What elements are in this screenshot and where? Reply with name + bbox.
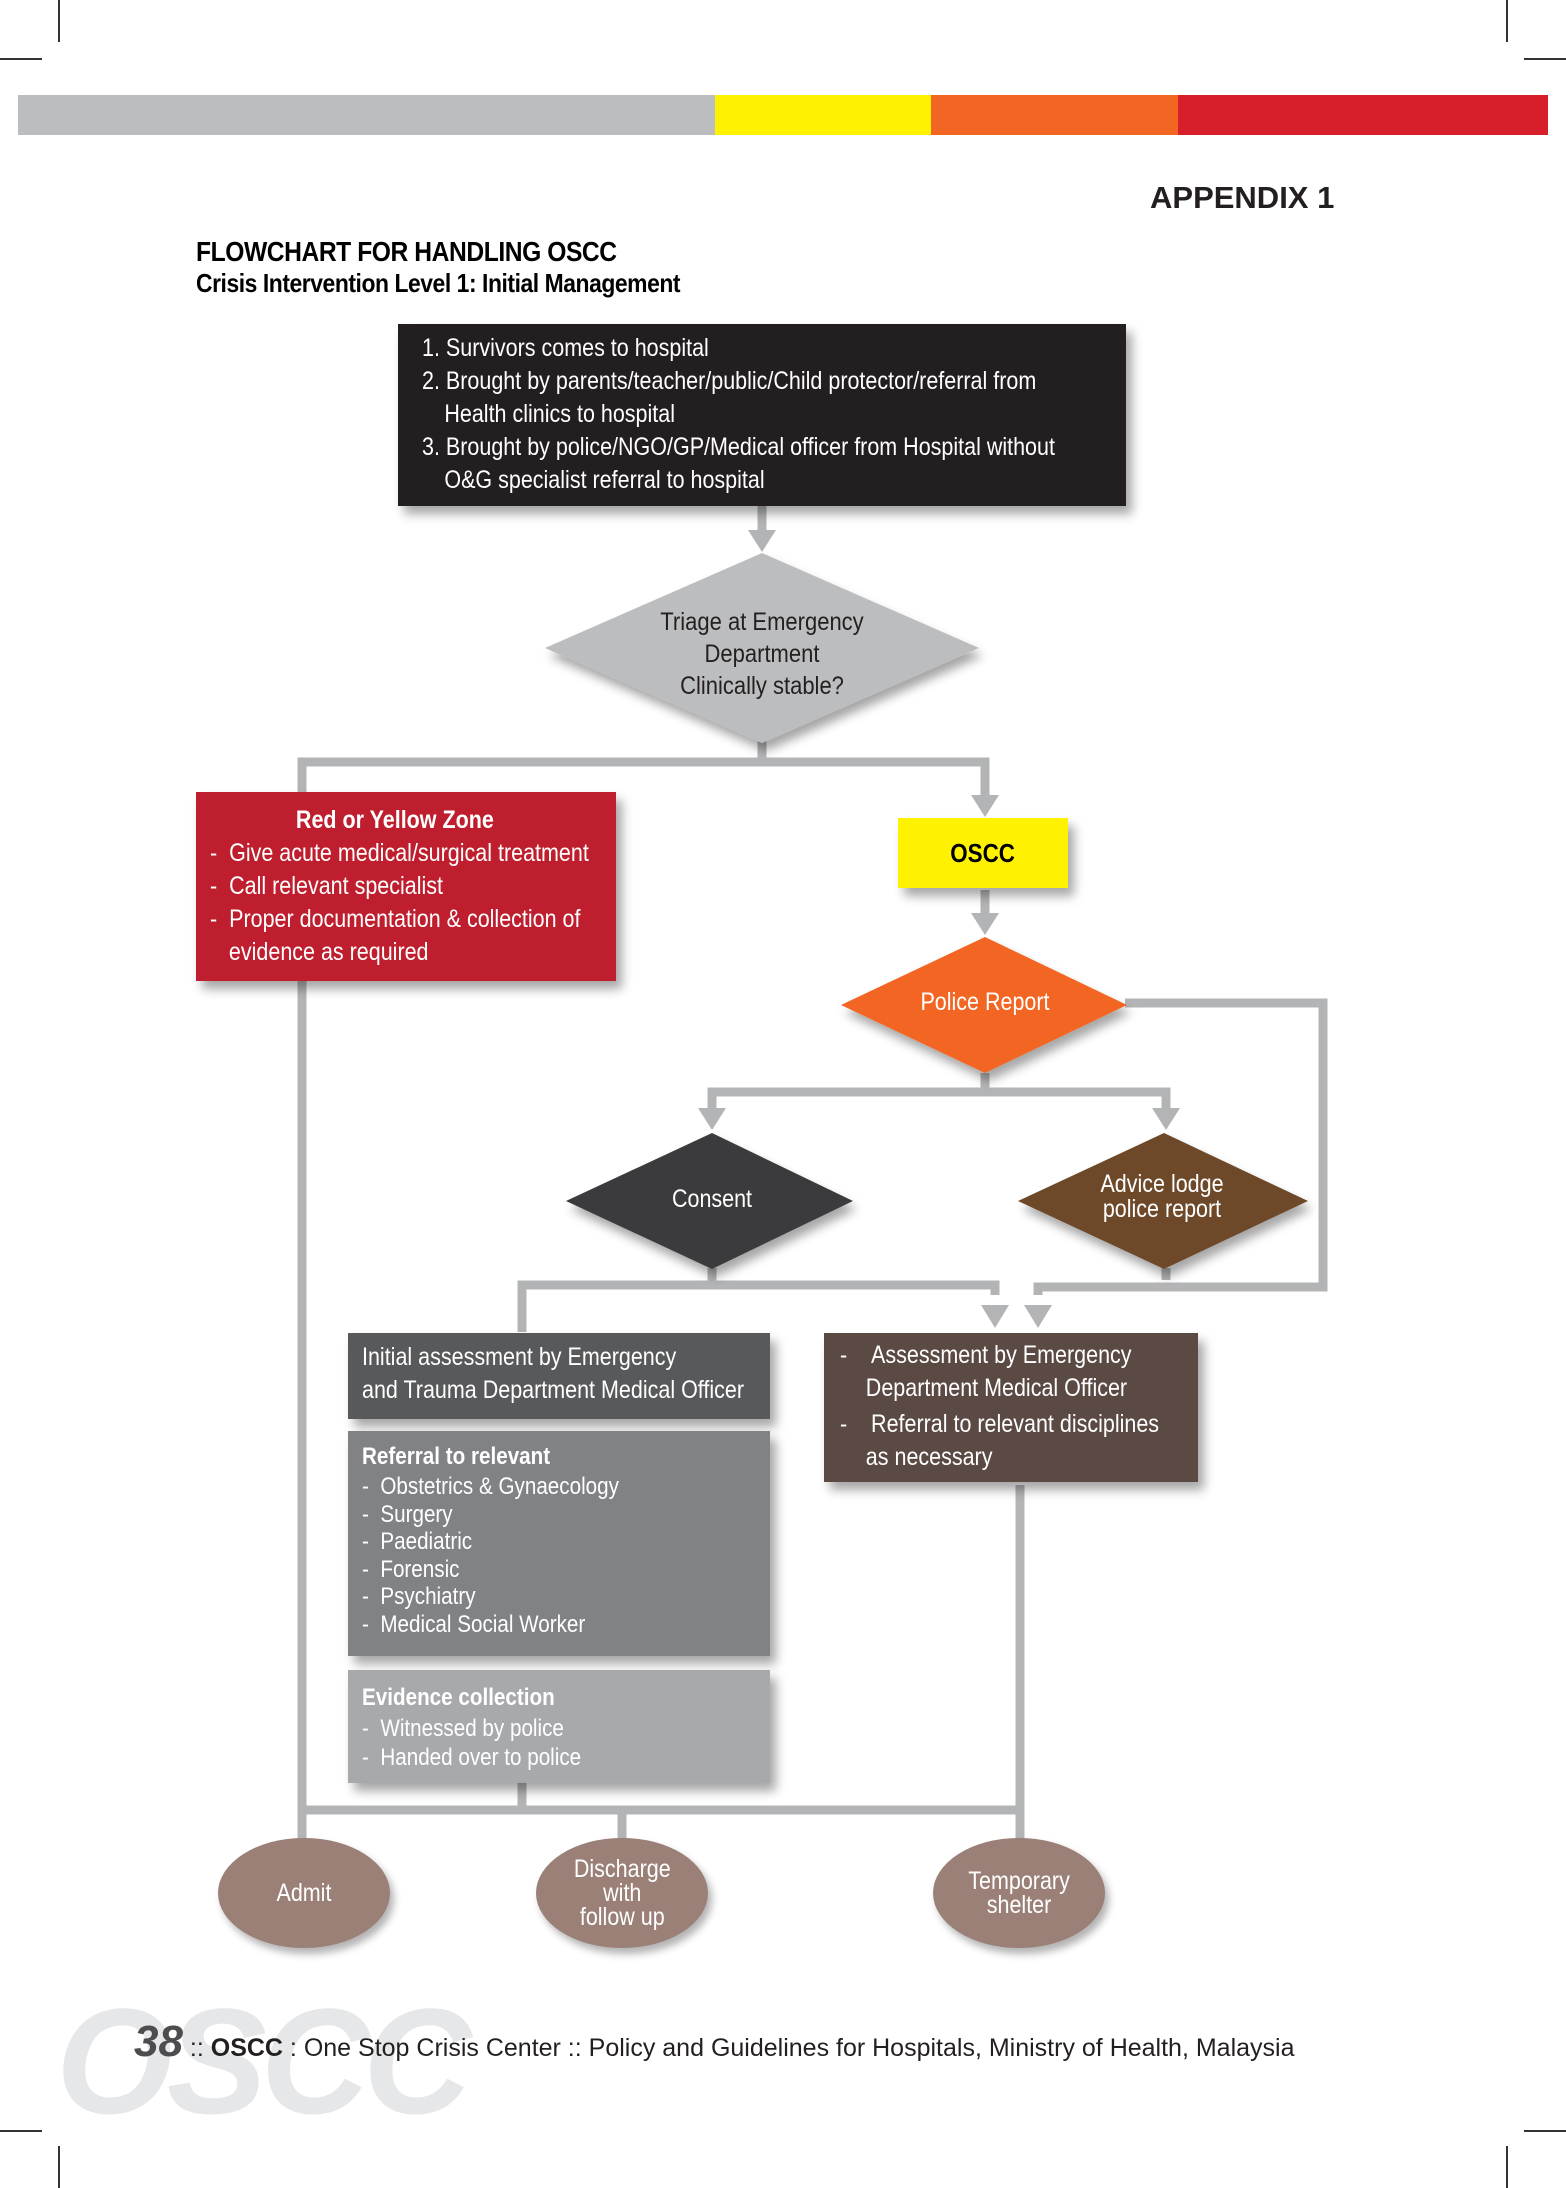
footer-prefix: :: <box>182 2034 211 2062</box>
footer-text: : One Stop Crisis Center :: Policy and G… <box>282 2034 1295 2062</box>
referral-item: - Forensic <box>362 1555 460 1583</box>
connector-police-split <box>707 1073 990 1112</box>
arrowhead <box>1152 1108 1180 1130</box>
evidence-box: Evidence collection - Witnessed by polic… <box>348 1670 770 1783</box>
start-item-cont: Health clinics to hospital <box>444 400 676 428</box>
crop-mark <box>1524 58 1566 60</box>
oscc-label: OSCC <box>950 837 1016 868</box>
connector-triage-oscc <box>762 757 990 800</box>
assessment-item: - Assessment by Emergency <box>840 1341 1132 1369</box>
red-zone-item: - Proper documentation & collection of <box>210 905 581 933</box>
consent-label: Consent <box>671 1185 753 1213</box>
assessment-brown-box: - Assessment by Emergency Department Med… <box>824 1333 1198 1482</box>
start-item: 2. Brought by parents/teacher/public/Chi… <box>422 367 1037 395</box>
referral-item: - Psychiatry <box>362 1583 476 1610</box>
connector-consent-brown <box>712 1280 1000 1295</box>
crop-mark <box>0 58 42 60</box>
crop-mark <box>1506 2146 1508 2188</box>
admit-oval: Admit <box>218 1838 390 1948</box>
red-zone-box: Red or Yellow Zone - Give acute medical/… <box>196 792 616 981</box>
arrowhead <box>748 530 776 552</box>
page-subtitle: Crisis Intervention Level 1: Initial Man… <box>196 268 681 298</box>
oscc-box: OSCC <box>898 818 1068 888</box>
crop-mark <box>58 0 60 42</box>
start-item-cont: O&G specialist referral to hospital <box>444 466 765 494</box>
crop-mark <box>0 2130 42 2132</box>
connector-consent-split <box>517 1268 717 1332</box>
red-zone-item: - Give acute medical/surgical treatment <box>210 839 589 867</box>
arrowhead <box>971 795 999 817</box>
color-band-yellow <box>715 95 931 135</box>
start-item: 3. Brought by police/NGO/GP/Medical offi… <box>422 433 1055 461</box>
shelter-oval: Temporary shelter <box>933 1838 1105 1948</box>
discharge-oval: Discharge with follow up <box>536 1838 708 1948</box>
red-zone-item: - Call relevant specialist <box>210 872 444 900</box>
arrowhead <box>1024 1305 1052 1328</box>
page-title: FLOWCHART FOR HANDLING OSCC <box>196 236 617 267</box>
footer-brand: OSCC <box>210 2034 283 2062</box>
referral-item: - Paediatric <box>362 1528 473 1555</box>
crop-mark <box>1524 2130 1566 2132</box>
consent-diamond <box>566 1133 853 1269</box>
police-report-label: Police Report <box>920 988 1050 1016</box>
footer: 38 :: OSCC : One Stop Crisis Center :: P… <box>134 2017 1295 2067</box>
evidence-item: - Handed over to police <box>362 1744 582 1771</box>
advice-diamond <box>1018 1133 1308 1269</box>
triage-diamond <box>545 553 979 743</box>
referral-box: Referral to relevant - Obstetrics & Gyna… <box>348 1431 770 1656</box>
start-item: 1. Survivors comes to hospital <box>422 334 709 362</box>
police-report-diamond <box>841 937 1127 1073</box>
crop-mark <box>58 2146 60 2188</box>
referral-item: - Surgery <box>362 1500 453 1528</box>
evidence-item: - Witnessed by police <box>362 1715 564 1742</box>
connector-police-advice <box>985 1087 1171 1112</box>
triage-text: Triage at Emergency Department Clinicall… <box>660 608 864 700</box>
color-band-gray <box>18 95 715 135</box>
start-box: 1. Survivors comes to hospital 2. Brough… <box>398 324 1126 506</box>
arrowhead <box>971 913 999 935</box>
color-band-orange <box>931 95 1178 135</box>
crop-mark <box>1506 0 1508 42</box>
evidence-title: Evidence collection <box>362 1684 555 1711</box>
arrowhead <box>698 1108 726 1130</box>
referral-item: - Medical Social Worker <box>362 1610 586 1638</box>
assessment-item: - Referral to relevant disciplines <box>840 1410 1160 1438</box>
advice-label: Advice lodge police report <box>1100 1170 1224 1223</box>
red-zone-item-cont: evidence as required <box>228 938 429 966</box>
footer-watermark: OSCC <box>56 1977 471 2145</box>
connector-triage-split <box>297 735 767 795</box>
appendix-label: APPENDIX 1 <box>1150 180 1335 215</box>
red-zone-title: Red or Yellow Zone <box>295 806 494 834</box>
connector-police-right <box>1033 998 1328 1295</box>
referral-item: - Obstetrics & Gynaecology <box>362 1473 619 1500</box>
page-number: 38 <box>134 2017 183 2066</box>
arrowhead <box>981 1305 1009 1328</box>
referral-title: Referral to relevant <box>362 1443 551 1470</box>
initial-assessment-box: Initial assessment by Emergency and Trau… <box>348 1333 770 1419</box>
color-band-red <box>1178 95 1548 135</box>
